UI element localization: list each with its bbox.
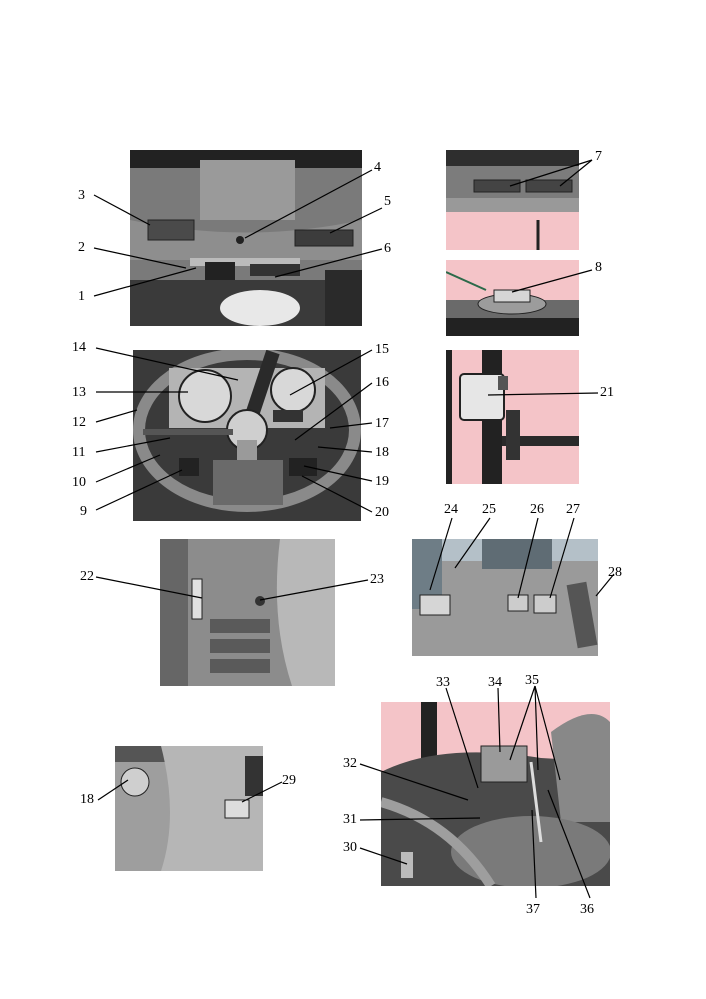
photo-column-detail xyxy=(115,746,263,871)
photo-side-monitor xyxy=(446,350,579,484)
callout-33: 33 xyxy=(436,675,450,690)
photo-floor-pedal xyxy=(160,539,335,686)
callout-20: 20 xyxy=(375,505,389,520)
callout-26: 26 xyxy=(530,502,544,517)
column-detail-drawing xyxy=(115,746,263,871)
callout-8: 8 xyxy=(595,260,602,275)
callout-7: 7 xyxy=(595,149,602,164)
roof-hatch-drawing xyxy=(446,260,579,336)
callout-11: 11 xyxy=(72,445,86,460)
callout-12: 12 xyxy=(72,415,86,430)
photo-roof-vents xyxy=(446,150,579,250)
callout-29: 29 xyxy=(282,773,296,788)
callout-1: 1 xyxy=(78,289,85,304)
callout-31: 31 xyxy=(343,812,357,827)
floor-pedal-drawing xyxy=(160,539,335,686)
callout-36: 36 xyxy=(580,902,594,917)
callout-5: 5 xyxy=(384,194,391,209)
callout-13: 13 xyxy=(72,385,86,400)
callout-16: 16 xyxy=(375,375,389,390)
photo-pedals xyxy=(412,539,598,656)
callout-4: 4 xyxy=(374,160,381,175)
callout-10: 10 xyxy=(72,475,86,490)
dashboard-overhead-drawing xyxy=(130,150,362,326)
callout-14: 14 xyxy=(72,340,86,355)
callout-23: 23 xyxy=(370,572,384,587)
pedals-drawing xyxy=(412,539,598,656)
seat-controls-drawing xyxy=(381,702,610,886)
side-monitor-drawing xyxy=(446,350,579,484)
photo-steering-instruments xyxy=(133,350,361,521)
callout-28: 28 xyxy=(608,565,622,580)
callout-27: 27 xyxy=(566,502,580,517)
photo-seat-controls xyxy=(381,702,610,886)
photo-roof-hatch xyxy=(446,260,579,336)
callout-18: 18 xyxy=(375,445,389,460)
callout-3: 3 xyxy=(78,188,85,203)
photo-dashboard-overhead xyxy=(130,150,362,326)
callout-25: 25 xyxy=(482,502,496,517)
callout-37: 37 xyxy=(526,902,540,917)
callout-18-detail: 18 xyxy=(80,792,94,807)
callout-9: 9 xyxy=(80,504,87,519)
callout-35: 35 xyxy=(525,673,539,688)
callout-6: 6 xyxy=(384,241,391,256)
callout-32: 32 xyxy=(343,756,357,771)
callout-19: 19 xyxy=(375,474,389,489)
roof-vents-drawing xyxy=(446,150,579,250)
steering-instruments-drawing xyxy=(133,350,361,521)
callout-2: 2 xyxy=(78,240,85,255)
callout-21: 21 xyxy=(600,385,614,400)
callout-15: 15 xyxy=(375,342,389,357)
callout-17: 17 xyxy=(375,416,389,431)
callout-30: 30 xyxy=(343,840,357,855)
callout-22: 22 xyxy=(80,569,94,584)
callout-34: 34 xyxy=(488,675,502,690)
callout-24: 24 xyxy=(444,502,458,517)
